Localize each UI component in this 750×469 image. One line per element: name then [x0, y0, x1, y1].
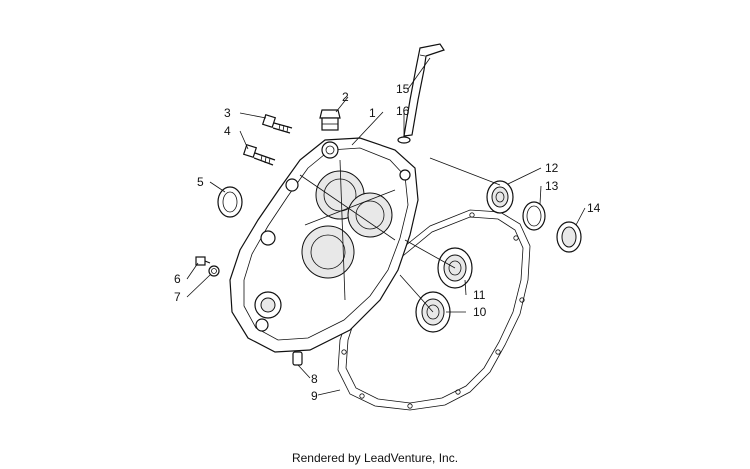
lower-bore [301, 225, 355, 279]
callout-3: 3 [224, 106, 231, 120]
callout-7: 7 [174, 290, 181, 304]
bolt-upper[interactable] [261, 113, 293, 134]
callout-13: 13 [545, 179, 559, 193]
callout-2: 2 [342, 90, 349, 104]
breather-hose[interactable] [403, 43, 445, 137]
callout-11: 11 [473, 288, 486, 302]
case-cover[interactable] [229, 137, 419, 353]
drain-plug[interactable] [319, 109, 341, 131]
callout-4: 4 [224, 124, 231, 138]
callout-1: 1 [369, 106, 376, 120]
callout-6: 6 [174, 272, 181, 286]
callout-8: 8 [311, 372, 318, 386]
snap-ring[interactable] [522, 201, 546, 231]
alignment-lines [399, 157, 501, 313]
seal-right[interactable] [556, 221, 582, 253]
callout-12: 12 [545, 161, 559, 175]
callout-labels: 1 2 3 4 5 6 7 8 9 10 11 12 13 14 15 16 [174, 82, 601, 403]
callout-10: 10 [473, 305, 487, 319]
callout-15: 15 [396, 82, 410, 96]
dowel-pin[interactable] [292, 351, 303, 366]
callout-5: 5 [197, 175, 204, 189]
callout-9: 9 [311, 389, 318, 403]
small-washer[interactable] [208, 265, 220, 277]
oil-seal[interactable] [217, 186, 243, 218]
bolt-lower[interactable] [242, 143, 276, 166]
bearing-right[interactable] [486, 180, 514, 214]
leader-lines [186, 57, 586, 396]
hose-clamp[interactable] [397, 136, 411, 144]
render-credit: Rendered by LeadVenture, Inc. [291, 451, 459, 465]
callout-14: 14 [587, 201, 601, 215]
small-plug[interactable] [195, 256, 211, 266]
callout-16: 16 [396, 104, 410, 118]
